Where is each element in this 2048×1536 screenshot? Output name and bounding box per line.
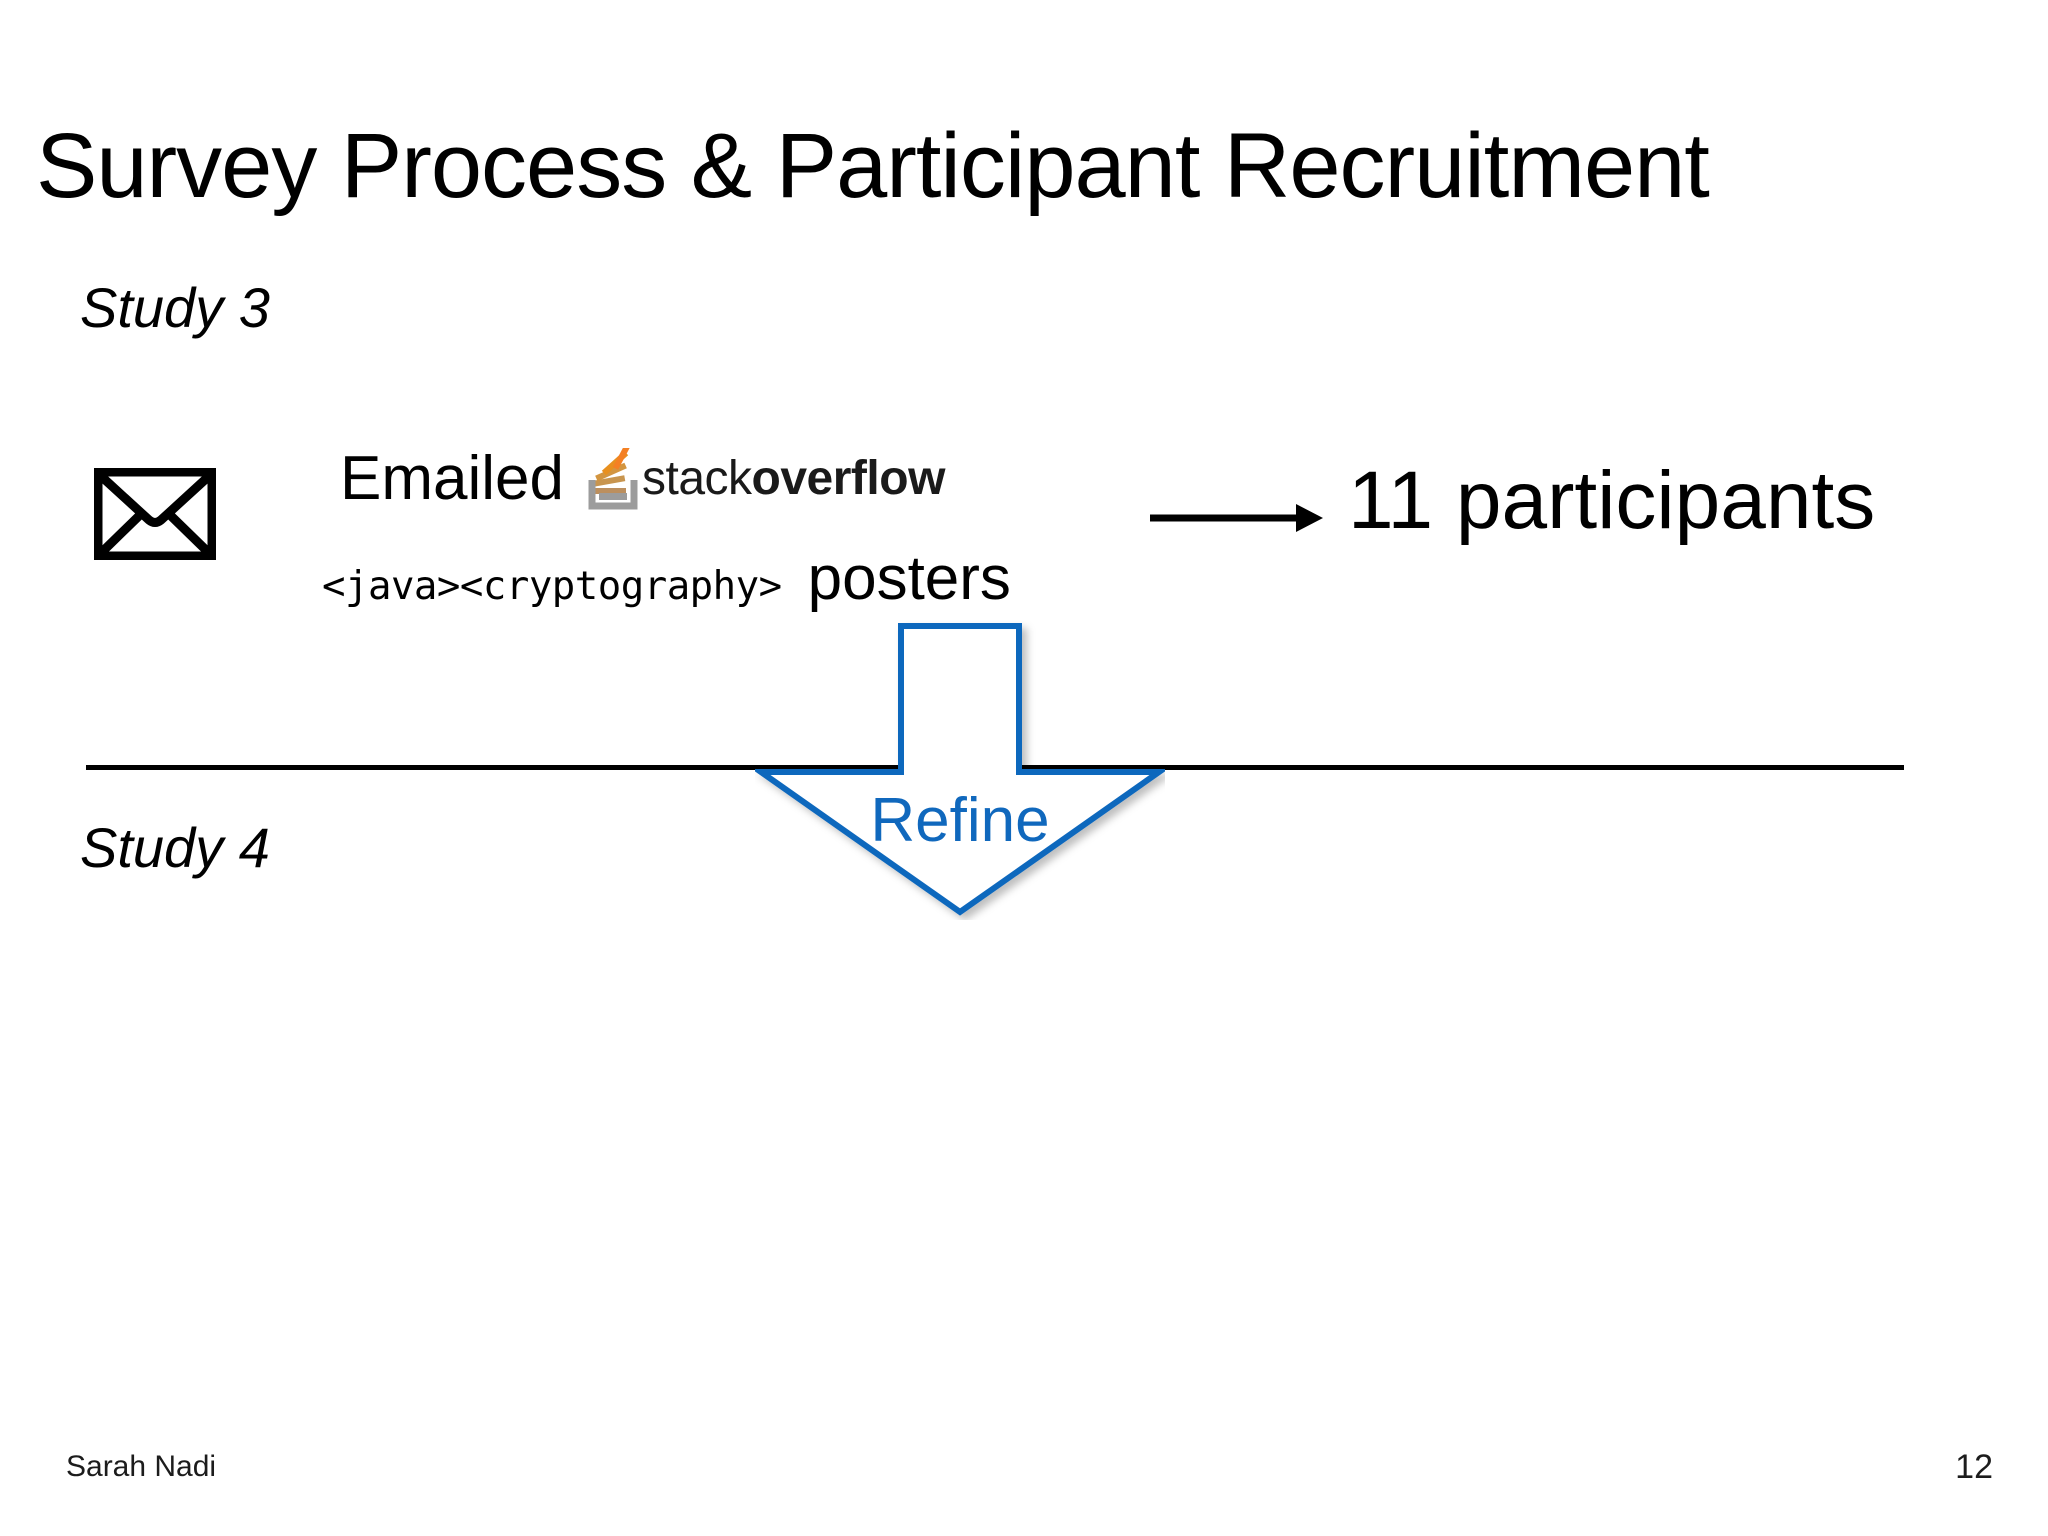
stackoverflow-wordmark-light: stack	[642, 452, 752, 505]
posters-word: posters	[807, 544, 1011, 613]
refine-label: Refine	[870, 786, 1050, 855]
so-tags-label: <java><cryptography>	[322, 564, 782, 609]
study-4-label: Study 4	[80, 816, 270, 879]
study-3-label: Study 3	[80, 276, 270, 339]
participants-count: 11 participants	[1348, 455, 1876, 546]
emailed-stackoverflow-row: Emailed stackoverflow	[340, 448, 945, 510]
footer-page-number: 12	[1955, 1448, 1993, 1486]
tags-posters-row: <java><cryptography> posters	[322, 548, 1011, 610]
stackoverflow-wordmark-bold: overflow	[751, 452, 946, 505]
arrow-right-icon	[1148, 496, 1324, 540]
arrow-down-icon	[755, 620, 1165, 920]
envelope-icon	[94, 468, 216, 560]
stackoverflow-wordmark: stackoverflow	[642, 455, 945, 503]
stackoverflow-logo-icon	[586, 448, 640, 510]
page-title: Survey Process & Participant Recruitment	[36, 115, 1710, 217]
emailed-word: Emailed	[340, 444, 564, 513]
footer-author: Sarah Nadi	[66, 1450, 217, 1483]
